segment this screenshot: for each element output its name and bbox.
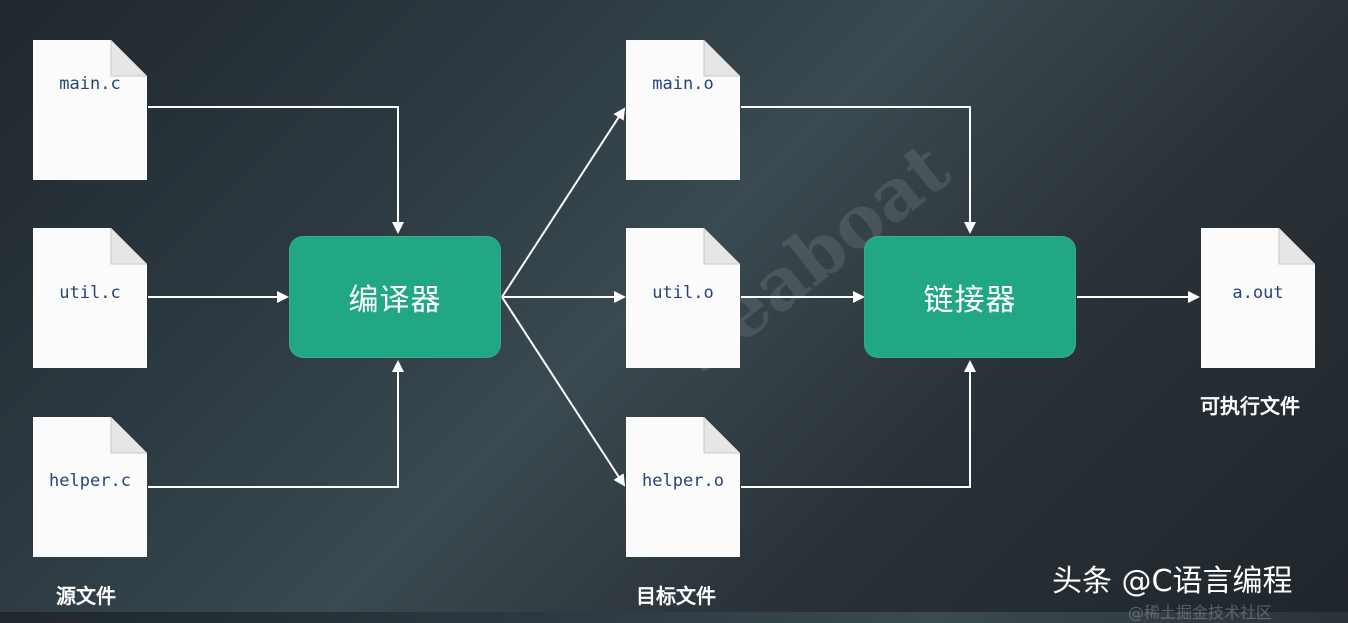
source-files-caption: 源文件 <box>56 584 116 608</box>
linker-box: 链接器 <box>864 236 1076 358</box>
file-a-out: a.out <box>1201 228 1315 368</box>
file-util-c: util.c <box>33 228 147 368</box>
document-icon <box>1201 228 1315 368</box>
file-name: util.o <box>652 283 714 303</box>
document-icon <box>33 40 147 180</box>
arrow-compiler-to-main-o <box>501 107 626 298</box>
arrow-compiler-to-helper-o <box>501 296 626 487</box>
file-name: helper.c <box>49 471 131 491</box>
file-helper-c: helper.c <box>33 417 147 557</box>
file-name: main.o <box>652 74 714 94</box>
compiler-box: 编译器 <box>289 236 501 358</box>
file-name: helper.o <box>642 471 724 491</box>
footer-watermark: @稀土掘金技术社区 <box>1128 603 1273 622</box>
arrow-helper-c-to-compiler <box>148 360 404 488</box>
file-name: a.out <box>1232 283 1284 303</box>
file-util-o: util.o <box>626 228 740 368</box>
document-icon <box>33 417 147 557</box>
document-icon <box>626 417 740 557</box>
file-name: util.c <box>59 283 121 303</box>
executable-caption: 可执行文件 <box>1200 394 1300 418</box>
file-helper-o: helper.o <box>626 417 740 557</box>
object-files-caption: 目标文件 <box>636 584 716 608</box>
document-icon <box>33 228 147 368</box>
arrow-helper-o-to-linker <box>741 360 976 488</box>
arrow-main-o-to-linker <box>741 106 976 234</box>
toutiao-watermark: 头条 @C语言编程 <box>1052 564 1293 599</box>
file-name: main.c <box>59 74 121 94</box>
document-icon <box>626 40 740 180</box>
arrow-main-c-to-compiler <box>148 106 404 234</box>
file-main-c: main.c <box>33 40 147 180</box>
file-main-o: main.o <box>626 40 740 180</box>
document-icon <box>626 228 740 368</box>
